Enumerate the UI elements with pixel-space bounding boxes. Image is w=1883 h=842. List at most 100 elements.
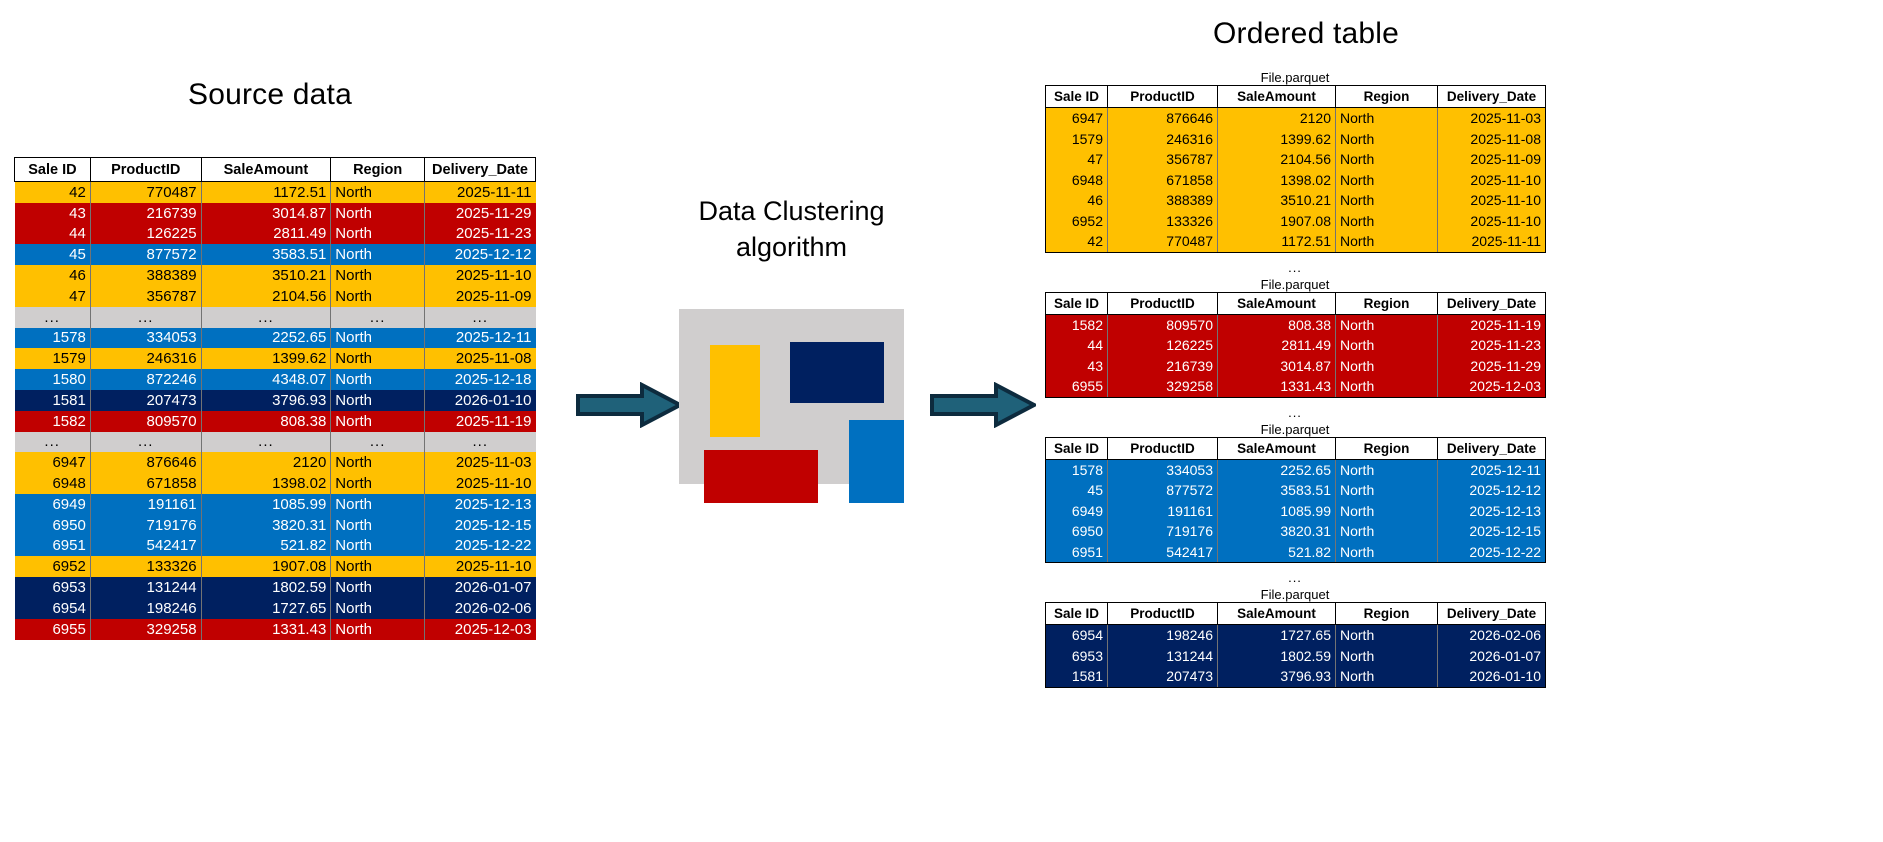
table-cell: 6950 <box>14 514 91 536</box>
table-cell: 1802.59 <box>201 577 332 598</box>
table-cell: 334053 <box>1107 458 1218 480</box>
table-cell: 3820.31 <box>1217 521 1336 542</box>
table-cell: 2811.49 <box>201 223 332 245</box>
table-cell: North <box>1335 480 1438 501</box>
table-cell: 1399.62 <box>1217 128 1336 149</box>
table-cell: 2811.49 <box>1217 335 1336 356</box>
table-cell: 42 <box>14 181 91 203</box>
table-cell: 2025-12-15 <box>1437 521 1546 542</box>
table-cell: 6947 <box>14 452 91 474</box>
table-cell: 2025-12-22 <box>454 537 532 555</box>
table-cell: 1172.51 <box>1217 231 1336 253</box>
table-cell: 6955 <box>1045 376 1108 398</box>
table-cell: 42 <box>1045 231 1108 253</box>
table-cell: 2025-11-10 <box>455 475 532 493</box>
table-cell: North <box>1335 355 1438 376</box>
table-cell: 3014.87 <box>201 202 332 224</box>
column-header-productid: ProductID <box>1107 602 1218 625</box>
table-cell: North <box>330 535 426 557</box>
table-cell: 1579 <box>1045 128 1108 149</box>
table-cell: North <box>330 618 426 640</box>
table-cell: 1578 <box>1045 458 1108 480</box>
table-cell: 1331.43 <box>201 618 332 640</box>
table-cell: North <box>330 265 426 286</box>
table-cell: 1582 <box>1045 313 1108 335</box>
column-header-saleamount: SaleAmount <box>1217 85 1336 108</box>
table-cell: 207473 <box>90 389 202 411</box>
table-cell: North <box>330 223 426 245</box>
table-cell: 3510.21 <box>201 265 332 286</box>
table-cell: 388389 <box>1107 190 1218 211</box>
table-cell: 1085.99 <box>201 493 332 515</box>
table-cell: 216739 <box>90 202 202 224</box>
table-cell: 1399.62 <box>201 348 332 370</box>
table-cell: 131244 <box>90 577 202 598</box>
table-cell: 2025-11-03 <box>455 454 532 472</box>
table-cell: 2025-11-23 <box>455 225 532 243</box>
table-cell: 45 <box>14 244 91 266</box>
table-cell: 876646 <box>1107 107 1218 129</box>
table-cell: 3796.93 <box>201 389 332 411</box>
table-cell: ... <box>472 433 489 451</box>
table-cell: 6947 <box>1045 107 1108 129</box>
table-cell: 6949 <box>14 493 91 515</box>
table-cell: 2252.65 <box>201 327 332 349</box>
table-cell: 2025-11-23 <box>1437 335 1546 356</box>
table-cell: 246316 <box>90 348 202 370</box>
table-cell: North <box>1335 313 1438 335</box>
table-cell: 334053 <box>90 327 202 349</box>
table-cell: 877572 <box>1107 480 1218 501</box>
table-cell: 1398.02 <box>201 473 332 494</box>
column-header-sale-id: Sale ID <box>1045 436 1108 460</box>
table-cell: 6948 <box>14 473 91 494</box>
table-cell: 2025-11-10 <box>1437 210 1546 231</box>
table-cell: 3796.93 <box>1217 666 1336 688</box>
table-cell: 2025-11-08 <box>455 350 532 368</box>
table-cell: 2025-11-09 <box>455 287 532 305</box>
table-cell: 1398.02 <box>1217 169 1336 190</box>
table-cell: 809570 <box>90 410 202 432</box>
table-cell: 126225 <box>90 223 202 245</box>
table-cell: North <box>330 514 426 536</box>
table-cell: 671858 <box>1107 169 1218 190</box>
table-cell: 808.38 <box>201 410 332 432</box>
table-cell: 356787 <box>90 285 202 307</box>
table-cell: North <box>1335 149 1438 170</box>
column-header-productid: ProductID <box>1107 291 1218 315</box>
table-cell: North <box>1335 521 1438 542</box>
block-ellipsis: ... <box>1288 259 1302 275</box>
table-cell: 6954 <box>14 597 91 619</box>
table-cell: 191161 <box>1107 500 1218 521</box>
table-cell: 3583.51 <box>1217 480 1336 501</box>
table-cell: 47 <box>1045 149 1108 170</box>
table-cell: 2025-11-11 <box>456 183 532 201</box>
table-cell: 2025-12-03 <box>1437 376 1546 398</box>
